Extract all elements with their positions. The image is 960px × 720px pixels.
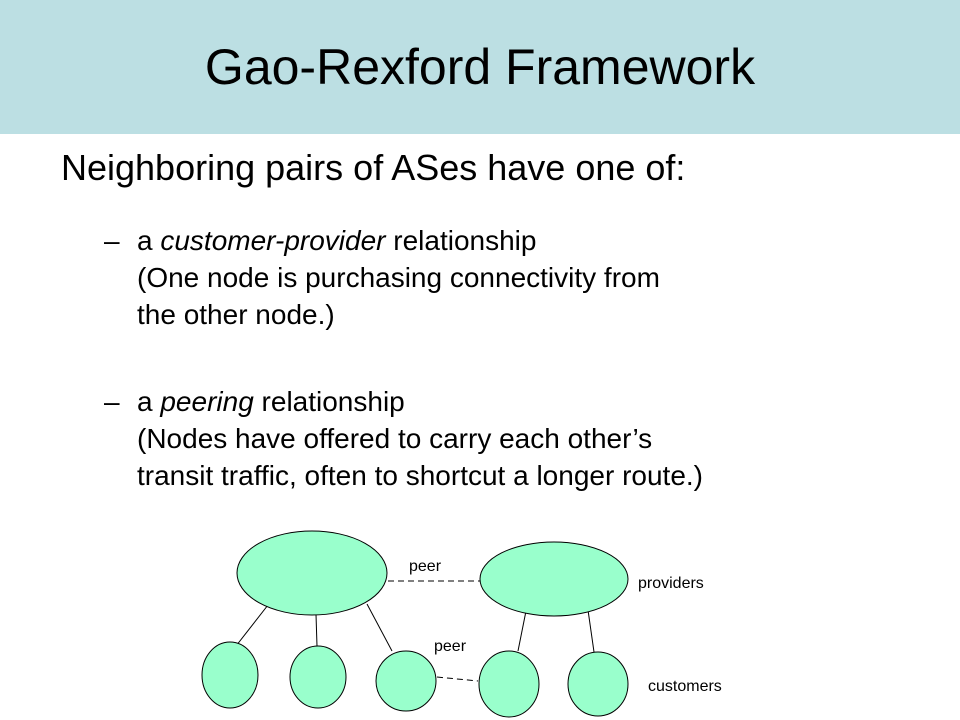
customer-node-5 bbox=[567, 651, 629, 717]
providers-label: providers bbox=[638, 575, 704, 592]
provider-node-b bbox=[479, 541, 629, 617]
bullet-rest: relationship bbox=[253, 386, 405, 417]
link-provider-a-customer-1 bbox=[235, 604, 269, 647]
bullet-detail-line: (Nodes have offered to carry each other’… bbox=[137, 423, 653, 454]
bullet-detail-line: (One node is purchasing connectivity fro… bbox=[137, 262, 660, 293]
bullet-first-line: a customer-provider relationship bbox=[104, 222, 660, 259]
bullet-peering: – a peering relationship (Nodes have off… bbox=[104, 383, 703, 494]
customer-node-1 bbox=[201, 641, 259, 709]
link-provider-a-customer-2 bbox=[315, 613, 318, 647]
bullet-customer-provider: – a customer-provider relationship (One … bbox=[104, 222, 660, 333]
provider-node-a bbox=[236, 530, 388, 616]
bullet-detail-line: transit traffic, often to shortcut a lon… bbox=[137, 460, 703, 491]
bullet-rest: relationship bbox=[385, 225, 537, 256]
customer-node-2 bbox=[289, 645, 347, 709]
customer-node-4 bbox=[478, 650, 540, 718]
slide-title: Gao-Rexford Framework bbox=[204, 39, 756, 95]
customers-label: customers bbox=[648, 678, 722, 695]
peer-label-top: peer bbox=[409, 558, 442, 575]
peer-label-bottom: peer bbox=[434, 638, 467, 655]
bullet-first-line: a peering relationship bbox=[104, 383, 703, 420]
slide-heading: Neighboring pairs of ASes have one of: bbox=[61, 147, 686, 188]
link-provider-a-customer-3 bbox=[366, 603, 393, 652]
bullet-dash: – bbox=[104, 225, 120, 256]
bullet-dash: – bbox=[104, 386, 120, 417]
title-band bbox=[0, 0, 960, 134]
bullet-emphasis: peering bbox=[160, 386, 254, 417]
customer-node-3 bbox=[375, 650, 437, 712]
bullet-detail-line: the other node.) bbox=[137, 299, 335, 330]
bullet-emphasis: customer-provider bbox=[160, 225, 386, 256]
bullet-lead: a bbox=[137, 386, 161, 417]
bullet-lead: a bbox=[137, 225, 161, 256]
peer-link-customers bbox=[436, 676, 479, 682]
link-provider-b-customer-5 bbox=[587, 609, 595, 653]
link-provider-b-customer-4 bbox=[517, 610, 527, 652]
as-relationship-diagram: peer peer providers customers bbox=[201, 530, 722, 718]
